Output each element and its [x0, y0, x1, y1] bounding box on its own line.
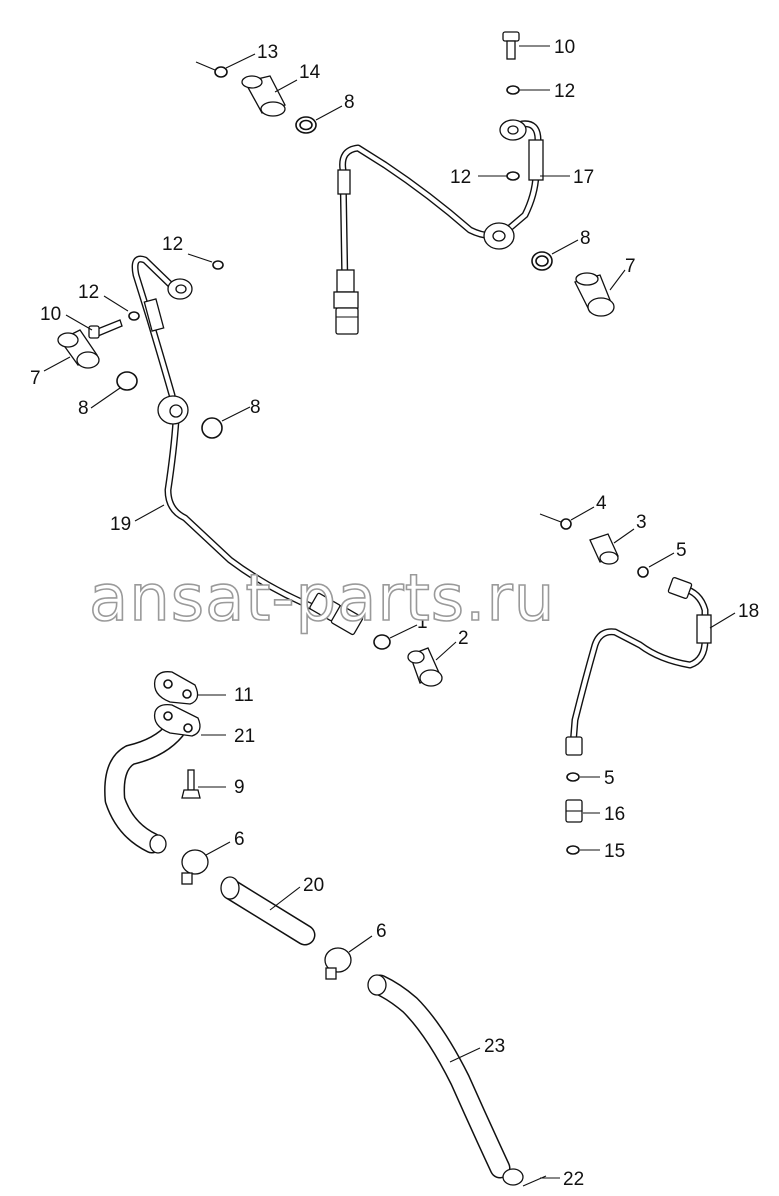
- washer-1: [373, 634, 391, 650]
- washer-12-upper-b: [506, 171, 520, 181]
- callout-20: 20: [303, 875, 324, 896]
- callout-12-left-a: 12: [162, 234, 183, 255]
- washer-5-lower: [566, 772, 580, 782]
- callout-22: 22: [563, 1169, 584, 1190]
- hose-20: [220, 876, 316, 946]
- pipe-23: [367, 974, 524, 1186]
- callout-7-left: 7: [30, 368, 41, 389]
- callout-23: 23: [484, 1036, 505, 1057]
- clamp-6-lower: [324, 947, 352, 980]
- callout-labels: 1 2 3 4 5 5 6 6 7 7 8 8 8 8 9 10 10 11 1…: [30, 37, 759, 1190]
- callout-6-lower: 6: [376, 921, 387, 942]
- callout-12-upper-a: 12: [554, 81, 575, 102]
- callout-3: 3: [636, 512, 647, 533]
- washer-12-upper-a: [506, 85, 520, 95]
- callout-8-right: 8: [580, 228, 591, 249]
- callout-2: 2: [458, 628, 469, 649]
- banjo-bolt-10-upper: [502, 31, 520, 60]
- callout-18: 18: [738, 601, 759, 622]
- watermark: ansat-parts.ru: [89, 562, 555, 636]
- callout-12-upper-b: 12: [450, 167, 471, 188]
- plug-7-right: [574, 272, 615, 317]
- leader-lines: [43, 45, 736, 1179]
- callout-10-left: 10: [40, 304, 61, 325]
- callout-1: 1: [417, 612, 428, 633]
- callout-16: 16: [604, 804, 625, 825]
- callout-13: 13: [257, 42, 278, 63]
- callout-9: 9: [234, 777, 245, 798]
- callout-6-upper: 6: [234, 829, 245, 850]
- callout-8-left-a: 8: [78, 398, 89, 419]
- gasket-8-top: [295, 116, 317, 134]
- callout-10-upper: 10: [554, 37, 575, 58]
- callout-5-upper: 5: [676, 540, 687, 561]
- union-14: [241, 75, 286, 117]
- callout-11: 11: [234, 685, 254, 706]
- adapter-2: [407, 647, 443, 687]
- gasket-11: [153, 671, 199, 705]
- callout-14: 14: [299, 62, 321, 83]
- plug-7-left: [57, 329, 100, 369]
- callout-8-top: 8: [344, 92, 355, 113]
- adapter-3: [589, 533, 619, 565]
- washer-13: [195, 61, 228, 78]
- callout-12-left-b: 12: [78, 282, 99, 303]
- clamp-6-upper: [181, 849, 209, 885]
- pipe-19: [131, 255, 364, 636]
- washer-12-left-b: [128, 311, 140, 321]
- callout-17: 17: [573, 167, 594, 188]
- banjo-bolt-10-left: [88, 319, 123, 339]
- callout-8-left-b: 8: [250, 397, 261, 418]
- fitting-16: [565, 799, 583, 823]
- pipe-17: [333, 119, 544, 335]
- callout-7-right: 7: [625, 256, 636, 277]
- gasket-8-left-a: [116, 371, 138, 391]
- washer-15: [566, 845, 580, 855]
- callout-15: 15: [604, 841, 625, 862]
- washer-12-left-a: [212, 260, 224, 270]
- pipe-18: [565, 576, 712, 756]
- callout-21: 21: [234, 726, 255, 747]
- callout-19: 19: [110, 514, 131, 535]
- washer-5-upper: [637, 566, 649, 578]
- callout-5-lower: 5: [604, 768, 615, 789]
- gasket-8-left-b: [201, 417, 223, 439]
- pipe-21: [104, 704, 201, 854]
- washer-4: [539, 513, 572, 530]
- gasket-8-right: [531, 251, 553, 271]
- callout-4: 4: [596, 493, 607, 514]
- bolt-9: [181, 769, 201, 799]
